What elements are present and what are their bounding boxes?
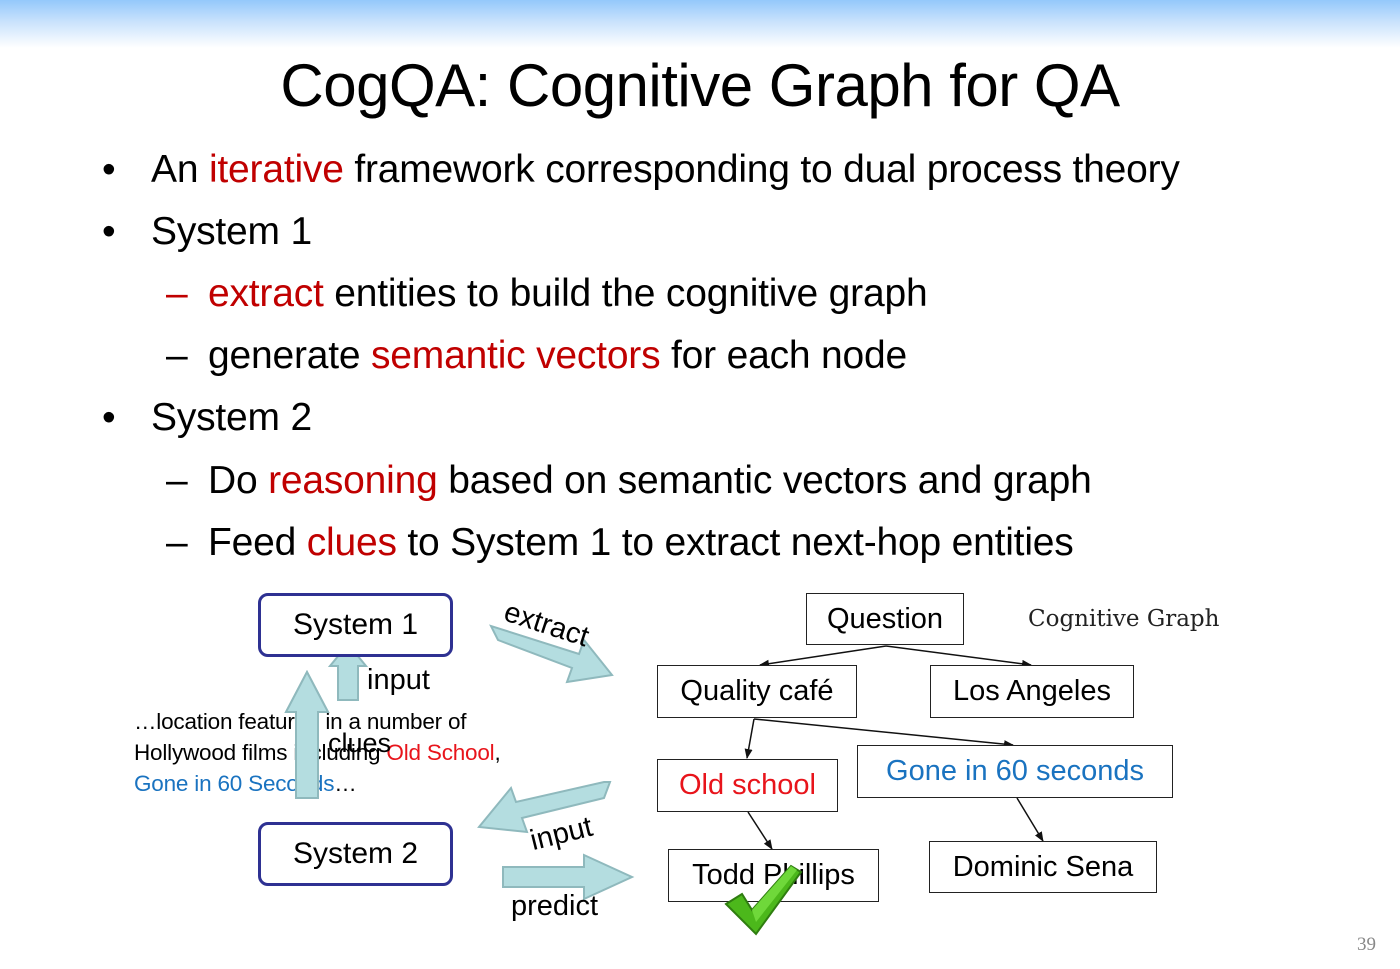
bullet-text: based on semantic vectors and graph <box>437 459 1092 502</box>
edge-old-school-todd-phillips <box>747 811 773 850</box>
node-gone-in-60-seconds: Gone in 60 seconds <box>857 745 1173 798</box>
input-top-label: input <box>367 664 430 696</box>
bullet-text: An <box>151 148 209 191</box>
node-old-school: Old school <box>657 759 838 812</box>
passage-entity-old-school: Old School <box>386 740 495 765</box>
dash-marker-icon: – <box>166 272 188 315</box>
extract-arrow <box>489 624 614 684</box>
highlighted-term: clues <box>306 521 397 564</box>
dash-marker-icon: – <box>166 459 188 502</box>
bullet-dot-icon: • <box>102 148 116 191</box>
clues-label: clues <box>328 728 392 758</box>
bullet-dot-icon: • <box>102 210 116 253</box>
system1-label: System 1 <box>292 608 419 641</box>
passage-line-3: Gone in 60 Seconds… <box>134 771 357 796</box>
system2-label: System 2 <box>292 837 419 870</box>
dash-marker-icon: – <box>166 521 188 564</box>
bullet-text: for each node <box>660 334 907 377</box>
passage-entity-gone-in-60: Gone in 60 Seconds <box>134 771 335 796</box>
page-number: 39 <box>1357 934 1376 955</box>
bullet-text: System 1 <box>151 210 312 253</box>
edge-gone-in-60-dominic-sena <box>1016 797 1044 842</box>
system2-box: System 2 <box>258 822 453 886</box>
highlighted-term: reasoning <box>268 459 438 502</box>
edge-quality-cafe-old-school <box>744 718 755 759</box>
node-todd-phillips: Todd Phillips <box>668 849 879 902</box>
bullet-text: to System 1 to extract next-hop entities <box>396 521 1074 564</box>
passage-line-2: Hollywood films including Old School, <box>134 740 501 765</box>
node-los-angeles: Los Angeles <box>930 665 1134 718</box>
predict-label: predict <box>511 890 599 922</box>
edge-quality-cafe-gone-in-60 <box>753 718 1014 749</box>
context-passage: …location featured in a number of Hollyw… <box>134 706 501 799</box>
bullet-text: Feed <box>208 521 307 564</box>
bullet-text: framework corresponding to dual process … <box>343 148 1180 191</box>
highlighted-term: semantic vectors <box>371 334 661 377</box>
bullet-text: generate <box>208 334 371 377</box>
node-question: Question <box>806 593 964 645</box>
predict-arrow <box>502 853 635 901</box>
bullet-text: Do <box>208 459 269 502</box>
edge-question-los-angeles <box>885 645 1032 668</box>
highlighted-term: extract <box>208 272 324 315</box>
passage-line-1: …location featured in a number of <box>134 709 467 734</box>
bullet-text: entities to build the cognitive graph <box>323 272 928 315</box>
edge-question-quality-cafe <box>759 645 887 668</box>
header-gradient-bar <box>0 0 1400 48</box>
slide-title: CogQA: Cognitive Graph for QA <box>280 52 1120 119</box>
node-quality-cafe: Quality café <box>657 665 857 718</box>
node-dominic-sena: Dominic Sena <box>929 841 1157 893</box>
bullet-text: System 2 <box>151 396 312 439</box>
dash-marker-icon: – <box>166 334 188 377</box>
system1-box: System 1 <box>258 593 453 657</box>
cognitive-graph-title: Cognitive Graph <box>1028 606 1220 632</box>
input-left-arrow <box>477 781 612 834</box>
highlighted-term: iterative <box>208 148 344 191</box>
bullet-dot-icon: • <box>102 396 116 439</box>
